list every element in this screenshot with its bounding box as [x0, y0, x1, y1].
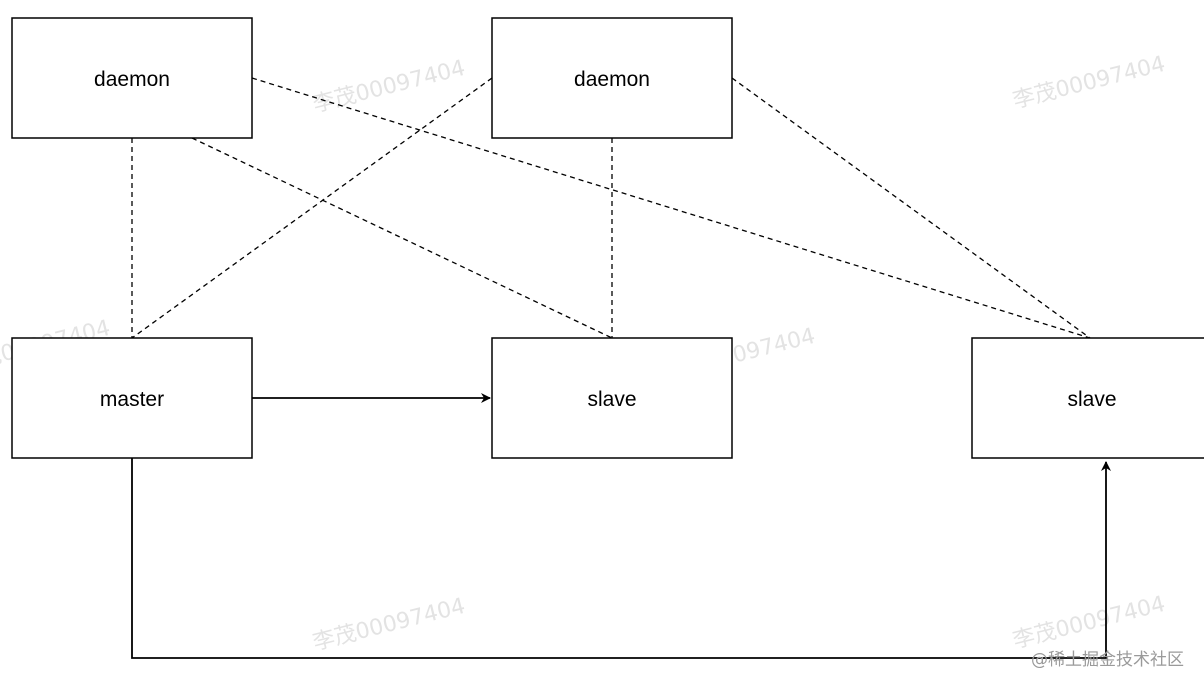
watermark-text: 李茂00097404 [310, 56, 467, 118]
replication-links [131, 393, 1111, 659]
corner-credit: @稀土掘金技术社区 [1031, 650, 1184, 670]
node-daemon-left[interactable]: daemon [11, 17, 253, 139]
daemon-box [491, 17, 733, 139]
master-box [11, 337, 253, 459]
dashed-link-daemon-left-to-slave-middle [191, 137, 613, 339]
node-slave-right[interactable]: slave [971, 337, 1204, 459]
slave-label: slave [587, 388, 636, 411]
dashed-link-daemon-right-to-master [131, 77, 493, 339]
master-label: master [100, 388, 164, 411]
daemon-label: daemon [94, 68, 170, 91]
dashed-link-daemon-left-to-slave-right [251, 77, 1091, 339]
dashed-link-daemon-right-to-slave-right [731, 77, 1091, 339]
node-slave-middle[interactable]: slave [491, 337, 733, 459]
node-daemon-right[interactable]: daemon [491, 17, 733, 139]
daemon-label: daemon [574, 68, 650, 91]
slave-label: slave [1067, 388, 1116, 411]
watermark-text: 李茂00097404 [1010, 52, 1167, 114]
arrow-master-to-slave-right [131, 458, 1111, 659]
watermark-text: 李茂00097404 [310, 594, 467, 656]
daemon-box [11, 17, 253, 139]
monitoring-links [131, 77, 1091, 339]
node-master[interactable]: master [11, 337, 253, 459]
slave-box [491, 337, 733, 459]
slave-box [971, 337, 1204, 459]
